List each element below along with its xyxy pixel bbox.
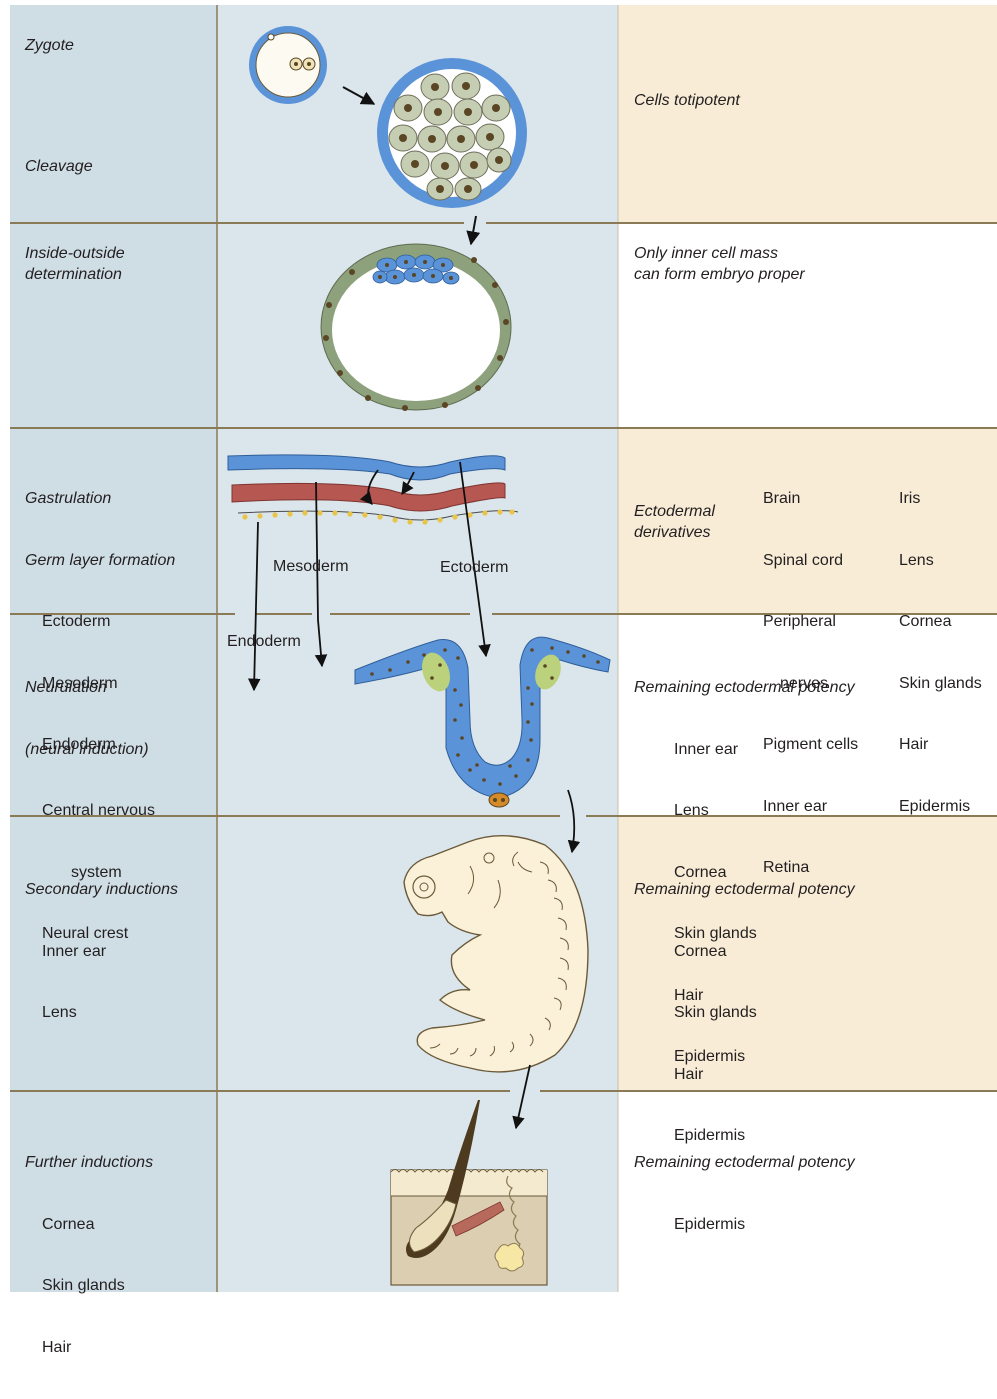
arrow-to-blastocyst [471,216,476,244]
neurulation-item-cns: Central nervous [25,801,155,822]
potency-inner-cell-mass-line2: can form embryo proper [634,265,805,286]
further-item: Skin glands [25,1276,153,1297]
arrow-to-embryo [568,790,574,852]
skin-section-illustration [391,1100,547,1285]
further-item: Hair [25,1338,153,1359]
derivative-item: Cornea [899,612,982,633]
stage-further: Further inductions Cornea Skin glands Ha… [25,1112,153,1399]
potency-item: Epidermis [634,1215,855,1236]
arrow-to-skin [516,1065,530,1128]
germ-layer-ectoderm: Ectoderm [25,612,175,633]
derivative-item: Epidermis [899,797,982,818]
ectodermal-derivatives-line2: derivatives [634,523,715,544]
derivative-item: Iris [899,489,982,510]
potency-item: Skin glands [634,1003,855,1024]
derivative-item: Brain [763,489,858,510]
derivative-item: Skin glands [899,674,982,695]
stage-germ-layer-formation: Germ layer formation [25,551,175,572]
blastocyst-illustration [321,244,511,411]
stage-neurulation-title: Neurulation [25,678,155,699]
potency-item: Hair [634,1065,855,1086]
potency-item: Cornea [634,942,855,963]
stage-secondary: Secondary inductions Inner ear Lens [25,839,178,1065]
label-mesoderm: Mesoderm [273,557,349,578]
arrow-endoderm [254,522,258,690]
derivative-item: Peripheral [763,612,858,633]
arrow-zygote-to-cleavage [343,87,374,104]
zygote-illustration [249,26,327,104]
label-endoderm: Endoderm [227,632,301,653]
potency-item: Lens [634,801,855,822]
embryo-illustration [404,836,588,1072]
stage-secondary-title: Secondary inductions [25,880,178,901]
remaining-potency-heading: Remaining ectodermal potency [634,880,855,901]
potency-further: Remaining ectodermal potency Epidermis [634,1112,855,1276]
morula-illustration [377,58,527,208]
further-item: Cornea [25,1215,153,1236]
stage-inside-outside-line1: Inside-outside [25,244,125,265]
derivative-item: Spinal cord [763,551,858,572]
remaining-potency-heading: Remaining ectodermal potency [634,1153,855,1174]
remaining-potency-heading: Remaining ectodermal potency [634,678,855,699]
stage-cleavage: Cleavage [25,157,93,178]
stage-further-title: Further inductions [25,1153,153,1174]
potency-totipotent: Cells totipotent [634,91,740,112]
ectodermal-derivatives-line1: Ectodermal [634,502,715,523]
stage-gastrulation-title: Gastrulation [25,489,175,510]
label-ectoderm: Ectoderm [440,558,508,579]
ectodermal-derivatives-col2: Iris Lens Cornea Skin glands Hair Epider… [899,448,982,858]
potency-item: Inner ear [634,740,855,761]
derivative-item: Hair [899,735,982,756]
stage-neural-induction: (neural induction) [25,740,155,761]
derivative-item: Lens [899,551,982,572]
secondary-item: Inner ear [25,942,178,963]
potency-inner-cell-mass-line1: Only inner cell mass [634,244,805,265]
gastrulation-illustration [228,455,518,525]
neural-tube-illustration [355,637,610,807]
stage-inside-outside-line2: determination [25,265,125,286]
secondary-item: Lens [25,1003,178,1024]
stage-zygote: Zygote [25,36,74,57]
